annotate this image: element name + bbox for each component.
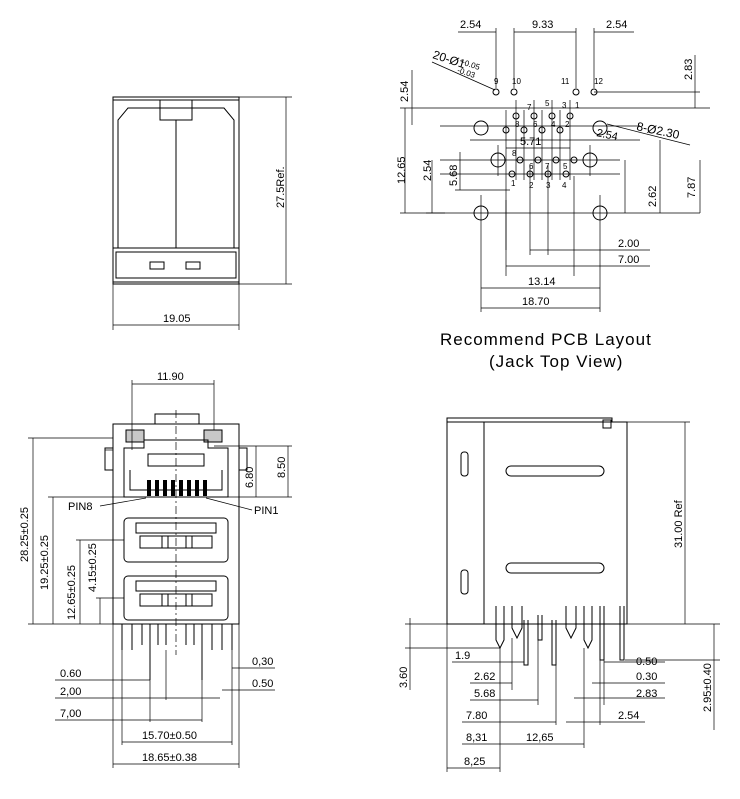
svg-text:3: 3 [562, 101, 567, 110]
svg-text:2: 2 [529, 181, 534, 190]
side-254: 2.54 [618, 710, 639, 722]
svg-text:6: 6 [533, 120, 538, 129]
svg-text:5: 5 [563, 162, 568, 171]
svg-text:7: 7 [527, 103, 532, 112]
pcb-bottom-700: 7.00 [618, 254, 639, 266]
side-831: 8,31 [466, 732, 487, 744]
pcb-568: 5.68 [448, 165, 460, 186]
side-780: 7.80 [466, 710, 487, 722]
pcb-height-1265: 12.65 [396, 156, 408, 184]
svg-text:12: 12 [594, 77, 603, 86]
top-height-label: 27.5Ref. [275, 166, 287, 208]
pcb-bottom-1870: 18.70 [522, 296, 550, 308]
svg-text:4: 4 [562, 181, 567, 190]
front-1865: 18.65±0.38 [142, 752, 197, 764]
svg-text:2: 2 [565, 120, 570, 129]
pcb-254-inner: 2.54 [595, 127, 618, 143]
pin1-label: PIN1 [254, 505, 278, 517]
pcb-layout: 2.54 9.33 2.54 20-Ø1 +0.05 -0.03 2.83 2.… [396, 19, 710, 371]
front-680: 6.80 [244, 467, 256, 488]
pin8-label: PIN8 [68, 501, 92, 513]
lower-pin-grid: 8 6 7 5 1 2 3 4 [508, 149, 578, 255]
front-050: 0.50 [252, 678, 273, 690]
layout-caption-line2: (Jack Top View) [489, 352, 623, 371]
pcb-bottom-200: 2.00 [618, 238, 639, 250]
rj45-contacts [147, 480, 207, 496]
pitch-top-left: 2.54 [460, 19, 481, 31]
svg-text:8: 8 [512, 149, 517, 158]
mount-spec: 8-Ø2.30 [635, 119, 681, 142]
front-850: 8.50 [276, 457, 288, 478]
svg-text:5: 5 [545, 99, 550, 108]
side-19: 1.9 [455, 650, 470, 662]
front-h-2825: 28.25±0.25 [19, 507, 31, 562]
pcb-bottom-1314: 13.14 [528, 276, 556, 288]
pcb-left-254-b: 2.54 [422, 160, 434, 181]
top-view: 19.05 27.5Ref. [112, 96, 292, 330]
svg-text:11: 11 [561, 77, 570, 86]
svg-text:3: 3 [546, 181, 551, 190]
pcb-571: 5.71 [520, 136, 541, 148]
pitch-top-mid: 9.33 [532, 19, 553, 31]
side-050: 0.50 [636, 656, 657, 668]
svg-text:1: 1 [511, 179, 516, 188]
side-height: 31.00 Ref [673, 499, 685, 548]
side-283: 2.83 [636, 688, 657, 700]
side-030: 0.30 [636, 671, 657, 683]
pcb-right-283: 2.83 [683, 59, 695, 80]
front-060: 0.60 [60, 668, 81, 680]
side-pins [495, 606, 625, 666]
svg-text:10: 10 [512, 77, 521, 86]
svg-text:7: 7 [545, 162, 550, 171]
front-width-top: 11.90 [157, 371, 184, 383]
pcb-right-787: 7.87 [686, 177, 698, 198]
pitch-top-right: 2.54 [606, 19, 627, 31]
side-568: 5.68 [474, 688, 495, 700]
svg-text:4: 4 [551, 120, 556, 129]
front-700: 7,00 [60, 708, 81, 720]
side-262: 2.62 [474, 671, 495, 683]
svg-text:1: 1 [575, 101, 580, 110]
front-h-1265: 12.65±0.25 [66, 565, 78, 620]
front-pins [121, 624, 233, 680]
side-360: 3.60 [398, 667, 410, 688]
side-295: 2.95±0.40 [702, 663, 714, 712]
pcb-left-254: 2.54 [399, 81, 411, 102]
front-030: 0,30 [252, 656, 273, 668]
svg-text:8: 8 [515, 120, 520, 129]
svg-text:6: 6 [529, 162, 534, 171]
front-200: 2,00 [60, 686, 81, 698]
side-825: 8,25 [464, 756, 485, 768]
front-1570: 15.70±0.50 [142, 730, 197, 742]
front-h-415: 4.15±0.25 [87, 543, 99, 592]
side-1265: 12,65 [526, 732, 554, 744]
pcb-right-262: 2.62 [647, 186, 659, 207]
side-view: 31.00 Ref 3.60 1.9 2.62 5.68 7.80 8,31 1… [398, 417, 720, 772]
top-width-label: 19.05 [163, 313, 191, 325]
svg-text:9: 9 [494, 77, 499, 86]
front-view: 11.90 PIN8 PIN1 6.80 8.50 28.25±0.25 19.… [19, 371, 292, 768]
layout-caption-line1: Recommend PCB Layout [440, 330, 652, 349]
front-h-1925: 19.25±0.25 [39, 535, 51, 590]
